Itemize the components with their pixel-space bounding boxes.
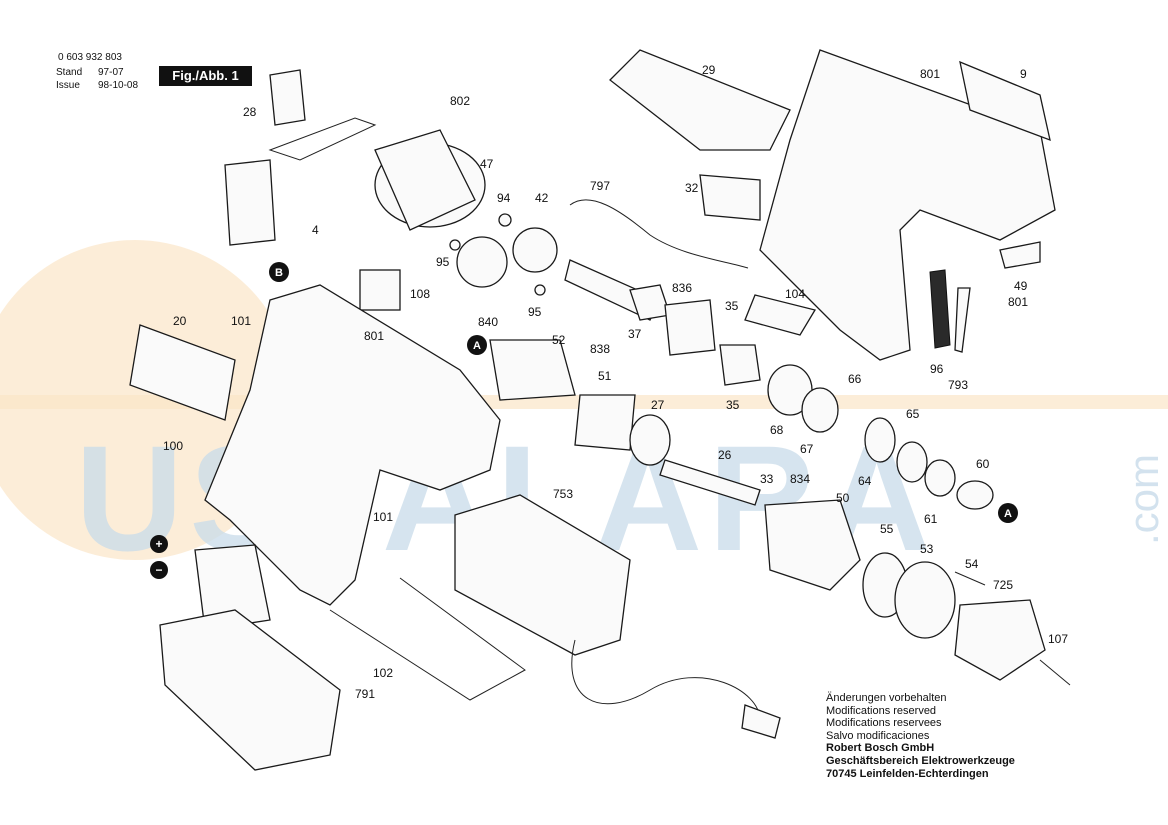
figure-label: Fig./Abb. 1 — [159, 66, 252, 86]
callout-29: 29 — [702, 63, 716, 77]
callout-102: 102 — [373, 666, 393, 680]
note-line: Modifications reserved — [826, 704, 937, 717]
markers: A A B + − — [150, 262, 1018, 579]
housing-left-half — [129, 284, 501, 606]
callout-4: 4 — [312, 223, 319, 237]
callout-834: 834 — [790, 472, 810, 486]
callout-9: 9 — [1020, 67, 1027, 81]
callout-802: 802 — [450, 94, 470, 108]
note-line: Salvo modificaciones — [826, 729, 930, 742]
charger — [454, 494, 781, 739]
watermark-suffix: .com — [1120, 454, 1167, 545]
callout-107: 107 — [1048, 632, 1068, 646]
callout-801-right: 801 — [1008, 295, 1028, 309]
callout-64: 64 — [858, 474, 872, 488]
issue-label: Issue — [56, 80, 80, 91]
chuck-assembly — [764, 499, 1071, 686]
callout-37: 37 — [628, 327, 642, 341]
motor-assembly — [224, 69, 558, 311]
callout-49: 49 — [1014, 279, 1028, 293]
marker-a-right: A — [1004, 508, 1012, 520]
gearbox-assembly — [489, 199, 994, 510]
callout-32: 32 — [685, 181, 699, 195]
callout-101-top: 101 — [231, 314, 251, 328]
marker-a-left: A — [473, 340, 481, 352]
stand-value: 97-07 — [98, 67, 124, 78]
callout-67: 67 — [800, 442, 814, 456]
callout-801-top: 801 — [920, 67, 940, 81]
callout-52: 52 — [552, 333, 566, 347]
callout-68: 68 — [770, 423, 784, 437]
company-name: Robert Bosch GmbH — [826, 742, 935, 755]
callout-95b: 95 — [528, 305, 542, 319]
callout-108: 108 — [410, 287, 430, 301]
callout-54: 54 — [965, 557, 979, 571]
callout-27: 27 — [651, 398, 665, 412]
callout-33: 33 — [760, 472, 774, 486]
callout-840: 840 — [478, 315, 498, 329]
company-division: Geschäftsbereich Elektrowerkzeuge — [826, 754, 1015, 767]
callout-35a: 35 — [725, 299, 739, 313]
marker-b: B — [275, 267, 283, 279]
callout-26: 26 — [718, 448, 732, 462]
callout-801-left: 801 — [364, 329, 384, 343]
housing-top-assembly — [609, 49, 1056, 361]
marker-plus: + — [155, 537, 162, 551]
callout-753: 753 — [553, 487, 573, 501]
callout-836: 836 — [672, 281, 692, 295]
callout-95a: 95 — [436, 255, 450, 269]
callout-793: 793 — [948, 378, 968, 392]
battery-pack — [159, 544, 526, 771]
callout-51: 51 — [598, 369, 612, 383]
callout-65: 65 — [906, 407, 920, 421]
callout-55: 55 — [880, 522, 894, 536]
callout-791: 791 — [355, 687, 375, 701]
note-line: Modifications reservees — [826, 717, 942, 730]
callout-60: 60 — [976, 457, 990, 471]
stand-label: Stand — [56, 67, 83, 78]
callout-101-bottom: 101 — [373, 510, 393, 524]
callout-838: 838 — [590, 342, 610, 356]
callout-53: 53 — [920, 542, 934, 556]
callout-100: 100 — [163, 439, 183, 453]
callout-797: 797 — [590, 179, 610, 193]
callout-96: 96 — [930, 362, 944, 376]
callout-47: 47 — [480, 157, 494, 171]
callout-50: 50 — [836, 491, 850, 505]
notes-block: Änderungen vorbehalten Modifications res… — [826, 692, 1015, 780]
marker-minus: − — [155, 563, 162, 577]
callout-725: 725 — [993, 578, 1013, 592]
note-line: Änderungen vorbehalten — [826, 692, 947, 704]
callout-104: 104 — [785, 287, 805, 301]
callout-94: 94 — [497, 191, 511, 205]
callout-labels: 28 802 47 94 42 4 95 840 95 108 29 32 79… — [163, 63, 1068, 701]
callout-61: 61 — [924, 512, 938, 526]
callout-42: 42 — [535, 191, 549, 205]
callout-66: 66 — [848, 372, 862, 386]
company-address: 70745 Leinfelden-Echterdingen — [826, 767, 989, 780]
part-number: 0 603 932 803 — [58, 52, 122, 63]
issue-value: 98-10-08 — [98, 80, 139, 91]
callout-35b: 35 — [726, 398, 740, 412]
callout-28: 28 — [243, 105, 257, 119]
callout-20: 20 — [173, 314, 187, 328]
